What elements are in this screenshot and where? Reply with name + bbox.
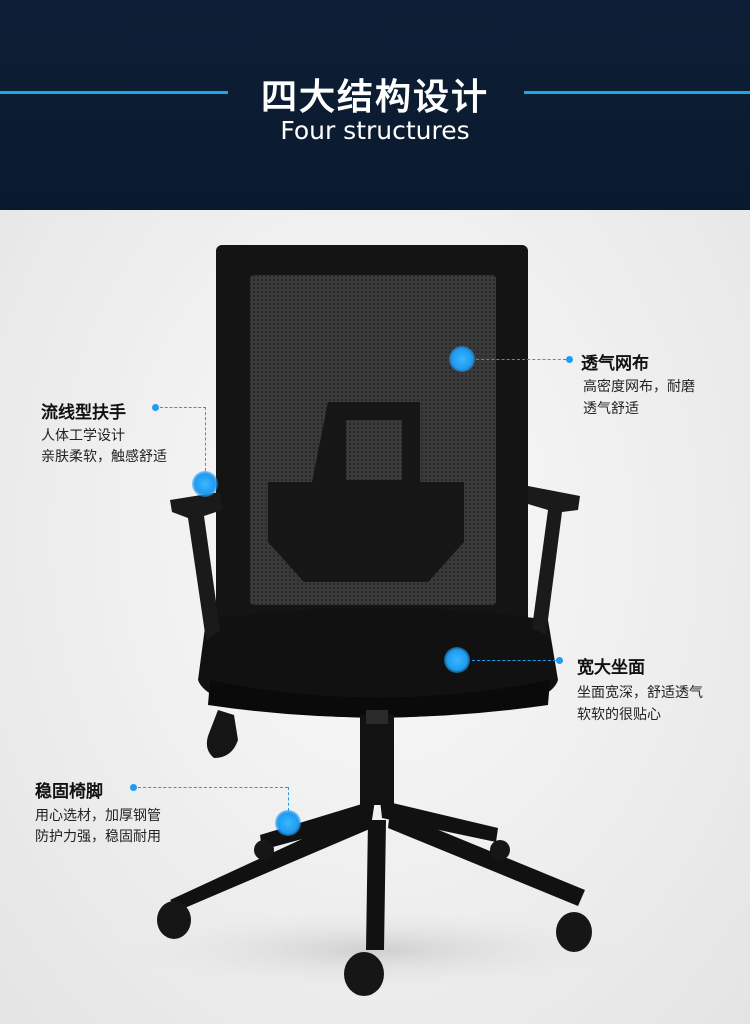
hotspot-armrest[interactable] <box>192 471 218 497</box>
page-subtitle: Four structures <box>280 116 470 145</box>
feature-desc-seat-1: 坐面宽深，舒适透气 <box>577 685 703 701</box>
feature-desc-base-2: 防护力强，稳固耐用 <box>35 829 161 845</box>
title-divider-right <box>524 91 750 94</box>
feature-title-mesh: 透气网布 <box>581 354 649 374</box>
title-divider-left <box>0 91 228 94</box>
connector-base-v <box>288 787 289 811</box>
product-photo <box>0 210 750 1024</box>
connector-armrest-v <box>205 407 206 471</box>
feature-desc-base-1: 用心选材，加厚钢管 <box>35 808 161 824</box>
connector-mesh <box>476 359 566 360</box>
page-title: 四大结构设计 <box>260 77 489 118</box>
marker-dot-seat <box>556 657 563 664</box>
feature-desc-armrest-1: 人体工学设计 <box>41 428 125 444</box>
connector-seat <box>472 660 556 661</box>
feature-title-base: 稳固椅脚 <box>35 782 103 802</box>
feature-title-seat: 宽大坐面 <box>577 658 645 678</box>
office-chair-image <box>115 245 635 996</box>
connector-base-h <box>138 787 288 788</box>
feature-desc-mesh-1: 高密度网布，耐磨 <box>583 379 695 395</box>
hotspot-seat[interactable] <box>444 647 470 673</box>
marker-dot-base <box>130 784 137 791</box>
marker-dot-armrest <box>152 404 159 411</box>
marker-dot-mesh <box>566 356 573 363</box>
connector-armrest-h <box>160 407 206 408</box>
header-banner: 四大结构设计 Four structures <box>0 0 750 210</box>
feature-title-armrest: 流线型扶手 <box>41 403 126 423</box>
hotspot-base[interactable] <box>275 810 301 836</box>
feature-desc-armrest-2: 亲肤柔软，触感舒适 <box>41 449 167 465</box>
hotspot-mesh[interactable] <box>449 346 475 372</box>
feature-desc-mesh-2: 透气舒适 <box>583 401 639 417</box>
feature-desc-seat-2: 软软的很贴心 <box>577 707 661 723</box>
